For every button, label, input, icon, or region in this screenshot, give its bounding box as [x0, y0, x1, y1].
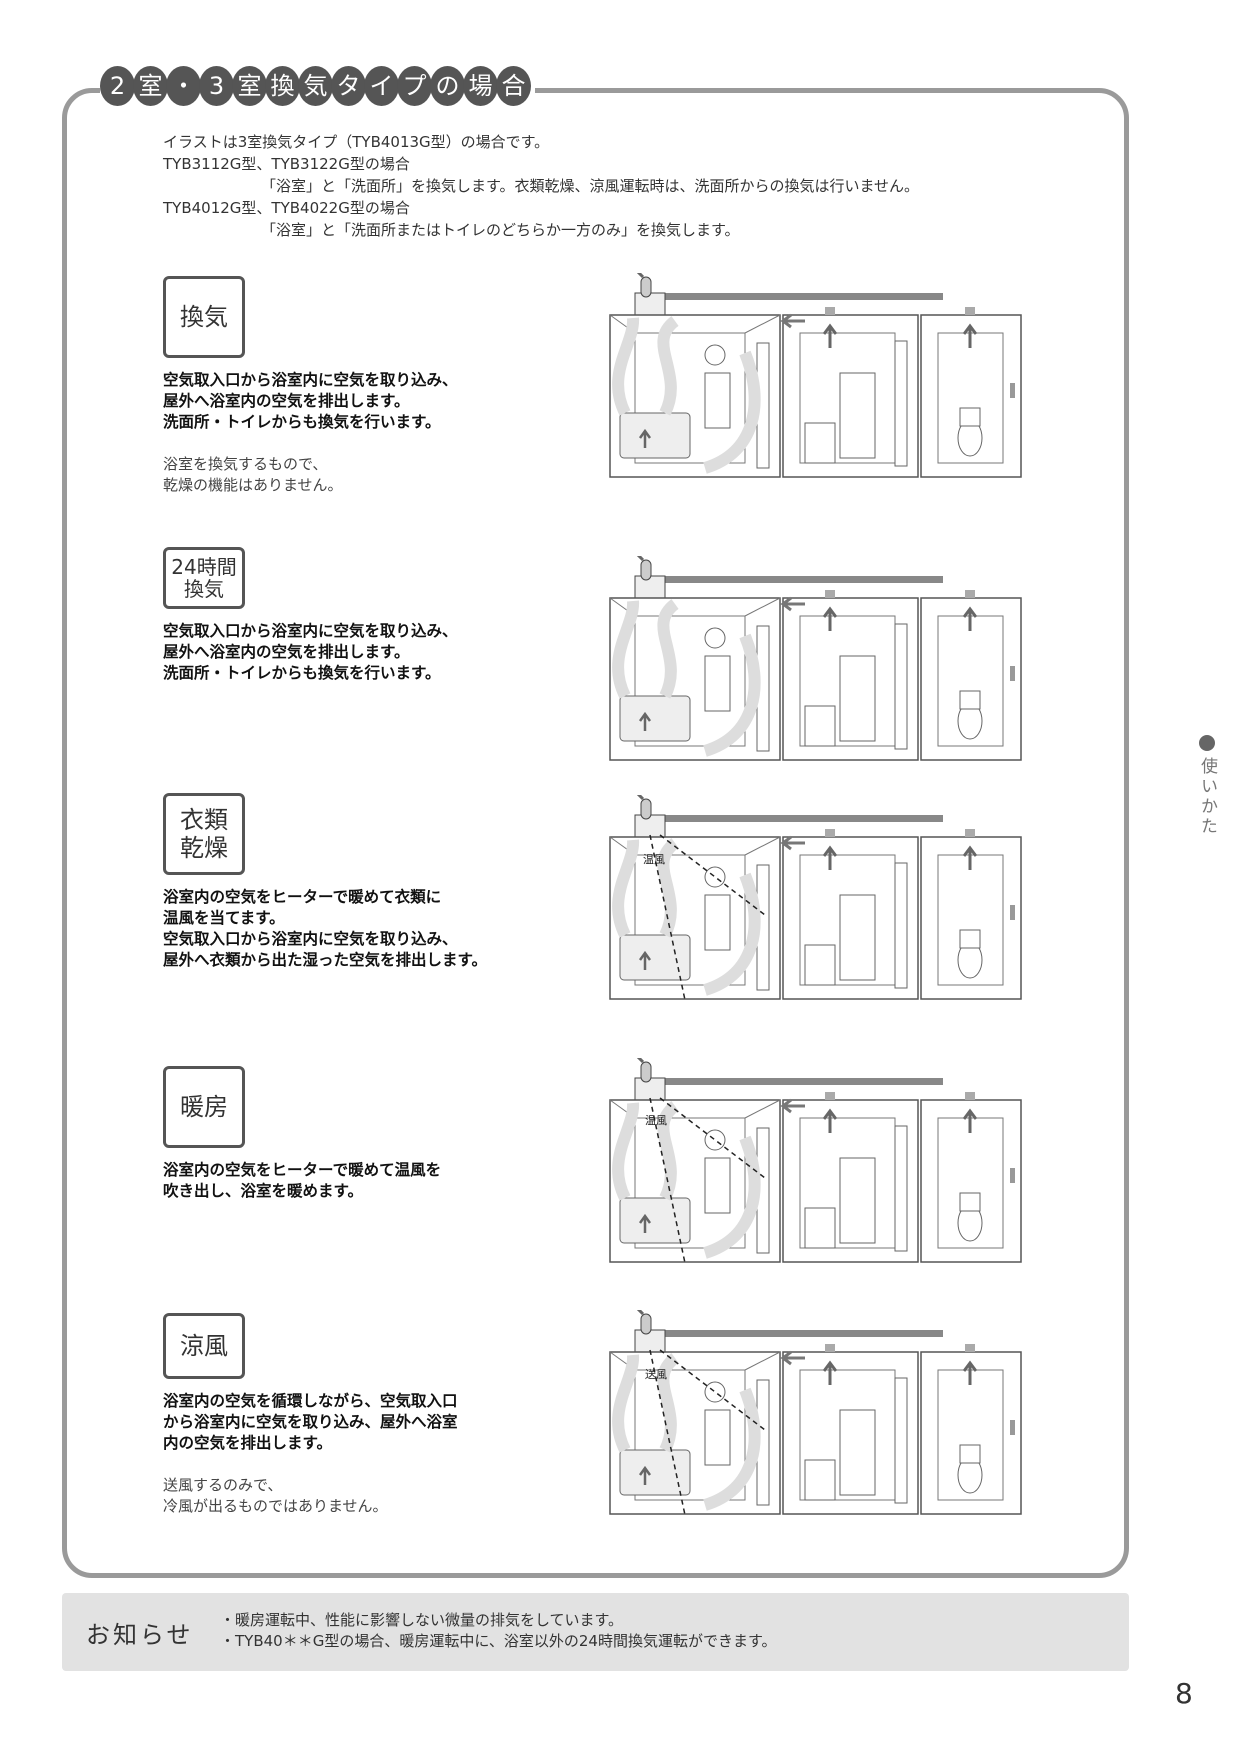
notice-label: お知らせ	[86, 1621, 194, 1649]
label-line: 24時間	[171, 555, 237, 579]
mode-clothes-drying: 衣類 乾燥 浴室内の空気をヒーターで暖めて衣類に 温風を当てます。 空気取入口か…	[163, 793, 487, 971]
desc-line: 空気取入口から浴室内に空気を取り込み、	[163, 371, 458, 389]
mode-heating: 暖房 浴室内の空気をヒーターで暖めて温風を 吹き出し、浴室を暖めます。	[163, 1066, 441, 1202]
section-title: 2 室 ・ 3 室 換 気 タ イ プ の 場 合	[100, 66, 535, 106]
desc-line: 洗面所・トイレからも換気を行います。	[163, 413, 441, 431]
cool-breeze-illustration: 送風	[605, 1310, 1025, 1520]
mode-note: 浴室を換気するもので、 乾燥の機能はありません。	[163, 454, 458, 496]
title-char: 3	[199, 66, 234, 106]
label-line: 乾燥	[180, 834, 228, 862]
svg-text:送風: 送風	[645, 1367, 667, 1381]
title-char: プ	[397, 66, 432, 106]
svg-text:温風: 温風	[645, 1114, 667, 1127]
note-line: 浴室を換気するもので、	[163, 455, 328, 473]
desc-line: 浴室内の空気をヒーターで暖めて温風を	[163, 1161, 442, 1179]
title-char: 気	[298, 66, 333, 106]
desc-line: 屋外へ衣類から出た湿った空気を排出します。	[163, 951, 487, 969]
notice-box: お知らせ ・暖房運転中、性能に影響しない微量の排気をしています。 ・TYB40＊…	[62, 1593, 1129, 1671]
title-char: ・	[166, 66, 201, 106]
mode-ventilation: 換気 空気取入口から浴室内に空気を取り込み、 屋外へ浴室内の空気を排出します。 …	[163, 276, 458, 496]
intro-line: 「浴室」と「洗面所またはトイレのどちらか一方のみ」を換気します。	[261, 221, 740, 239]
mode-cool-breeze: 涼風 浴室内の空気を循環しながら、空気取入口 から浴室内に空気を取り込み、屋外へ…	[163, 1313, 458, 1517]
ventilation-illustration	[605, 273, 1025, 483]
mode-description: 空気取入口から浴室内に空気を取り込み、 屋外へ浴室内の空気を排出します。 洗面所…	[163, 621, 458, 684]
section-frame	[62, 88, 1129, 1578]
svg-text:温風: 温風	[643, 853, 665, 866]
label-line: 換気	[183, 577, 224, 601]
side-index-tab: 使いかた	[1195, 735, 1219, 837]
mode-description: 浴室内の空気をヒーターで暖めて温風を 吹き出し、浴室を暖めます。	[163, 1160, 441, 1202]
notice-items: ・暖房運転中、性能に影響しない微量の排気をしています。 ・TYB40＊＊G型の場…	[220, 1610, 776, 1652]
mode-description: 浴室内の空気を循環しながら、空気取入口 から浴室内に空気を取り込み、屋外へ浴室 …	[163, 1391, 458, 1454]
desc-line: 吹き出し、浴室を暖めます。	[163, 1182, 363, 1200]
desc-line: 内の空気を排出します。	[163, 1434, 332, 1452]
bullet-icon	[1199, 735, 1215, 751]
note-line: 送風するのみで、	[163, 1476, 283, 1494]
title-char: の	[430, 66, 465, 106]
desc-line: 温風を当てます。	[163, 909, 285, 927]
mode-label-box: 24時間 換気	[163, 547, 245, 609]
notice-item: ・TYB40＊＊G型の場合、暖房運転中に、浴室以外の24時間換気運転ができます。	[220, 1632, 777, 1650]
desc-line: 屋外へ浴室内の空気を排出します。	[163, 392, 410, 410]
clothes-drying-illustration: 温風	[605, 795, 1025, 1005]
desc-line: から浴室内に空気を取り込み、屋外へ浴室	[163, 1413, 458, 1431]
desc-line: 空気取入口から浴室内に空気を取り込み、	[163, 622, 458, 640]
note-line: 冷風が出るものではありません。	[163, 1497, 388, 1515]
desc-line: 洗面所・トイレからも換気を行います。	[163, 664, 441, 682]
mode-label-box: 衣類 乾燥	[163, 793, 245, 875]
side-tab-label: 使いかた	[1197, 757, 1217, 837]
intro-text: イラストは3室換気タイプ（TYB4013G型）の場合です。 TYB3112G型、…	[163, 131, 919, 241]
note-line: 乾燥の機能はありません。	[163, 476, 343, 494]
heating-illustration: 温風	[605, 1058, 1025, 1268]
mode-description: 浴室内の空気をヒーターで暖めて衣類に 温風を当てます。 空気取入口から浴室内に空…	[163, 887, 487, 971]
intro-line: イラストは3室換気タイプ（TYB4013G型）の場合です。	[163, 133, 550, 151]
intro-line: TYB3112G型、TYB3122G型の場合	[163, 155, 410, 173]
intro-line: 「浴室」と「洗面所」を換気します。衣類乾燥、涼風運転時は、洗面所からの換気は行い…	[261, 177, 920, 195]
notice-item: ・暖房運転中、性能に影響しない微量の排気をしています。	[220, 1611, 624, 1629]
24h-ventilation-illustration	[605, 556, 1025, 766]
title-char: イ	[364, 66, 399, 106]
title-char: 室	[232, 66, 267, 106]
title-char: 室	[133, 66, 168, 106]
mode-label-box: 換気	[163, 276, 245, 358]
page-number: 8	[1175, 1677, 1193, 1710]
title-char: 合	[496, 66, 531, 106]
mode-label-box: 暖房	[163, 1066, 245, 1148]
title-char: 換	[265, 66, 300, 106]
mode-note: 送風するのみで、 冷風が出るものではありません。	[163, 1475, 458, 1517]
title-char: 2	[100, 66, 135, 106]
desc-line: 浴室内の空気をヒーターで暖めて衣類に	[163, 888, 442, 906]
title-char: タ	[331, 66, 366, 106]
desc-line: 浴室内の空気を循環しながら、空気取入口	[163, 1392, 458, 1410]
intro-line: TYB4012G型、TYB4022G型の場合	[163, 199, 410, 217]
mode-label-box: 涼風	[163, 1313, 245, 1379]
mode-24h-ventilation: 24時間 換気 空気取入口から浴室内に空気を取り込み、 屋外へ浴室内の空気を排出…	[163, 547, 458, 684]
label-line: 衣類	[180, 806, 228, 834]
title-char: 場	[463, 66, 498, 106]
desc-line: 空気取入口から浴室内に空気を取り込み、	[163, 930, 458, 948]
desc-line: 屋外へ浴室内の空気を排出します。	[163, 643, 410, 661]
mode-description: 空気取入口から浴室内に空気を取り込み、 屋外へ浴室内の空気を排出します。 洗面所…	[163, 370, 458, 433]
